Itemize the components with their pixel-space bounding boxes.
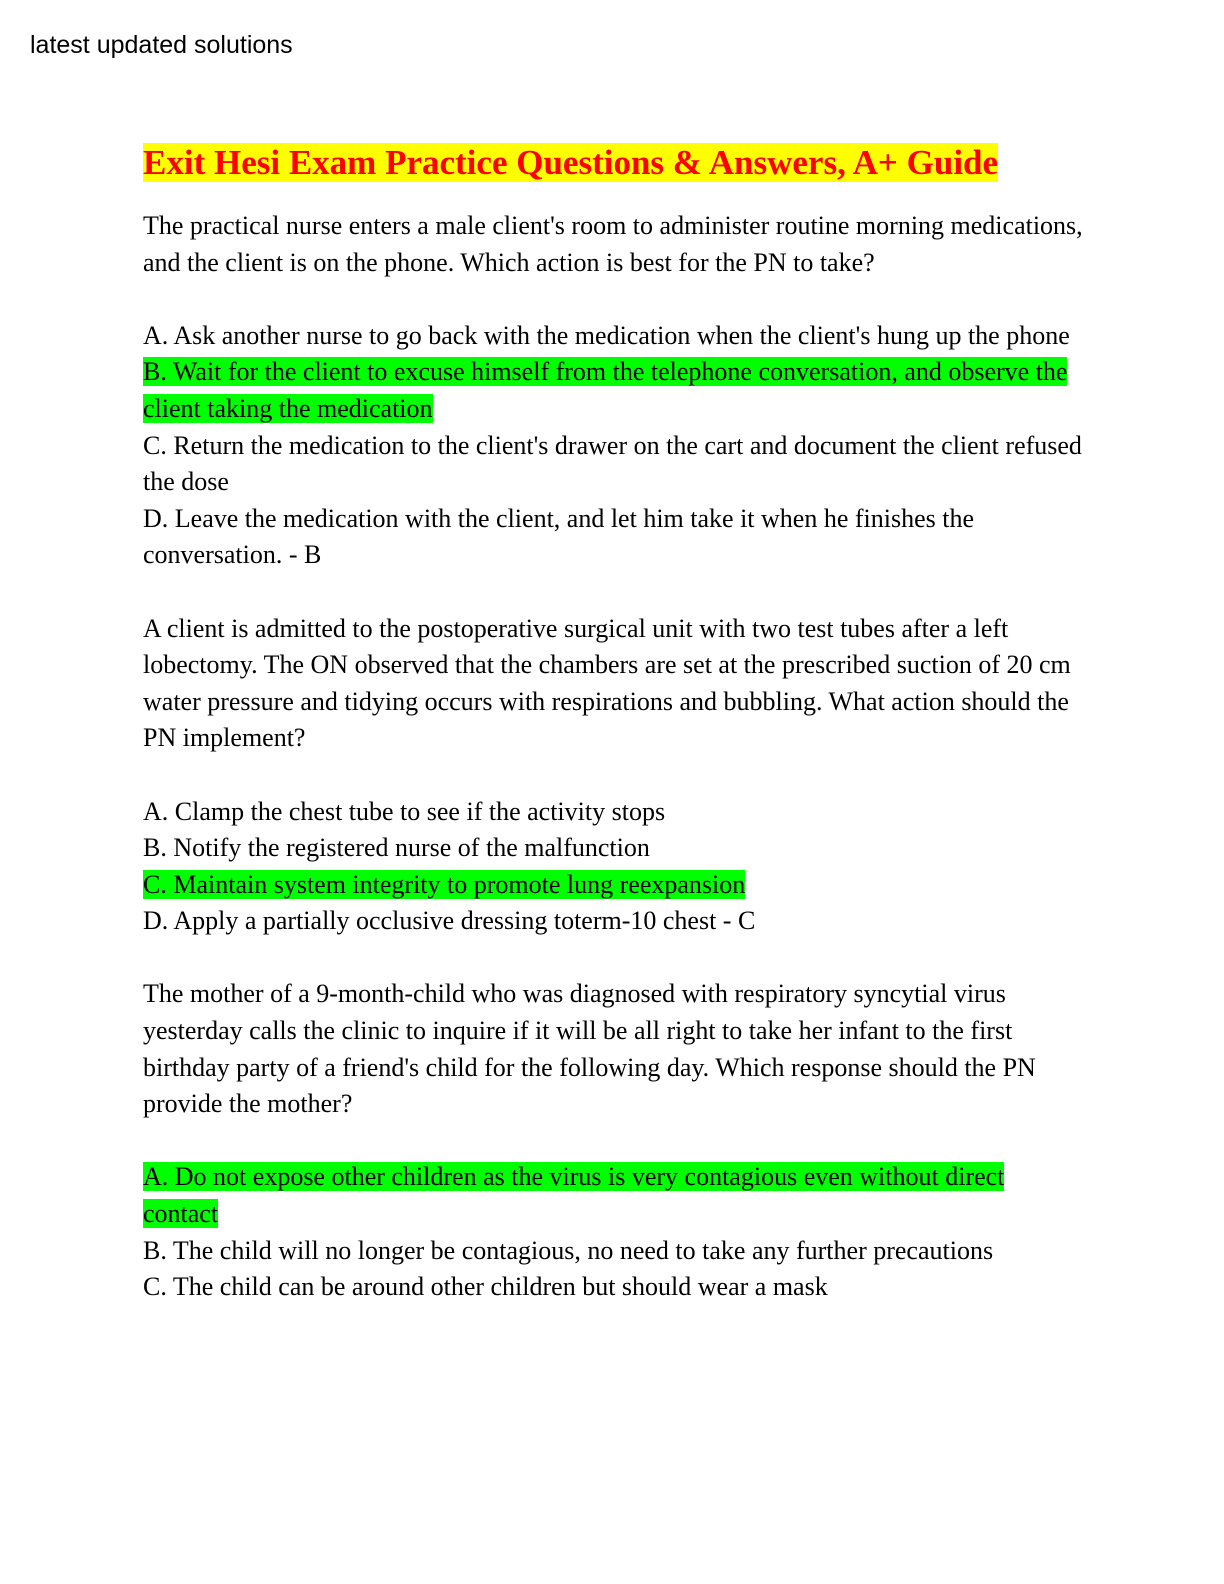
answer-option: C. Return the medication to the client's… <box>143 430 1082 497</box>
question-stem: The mother of a 9-month-child who was di… <box>143 979 1036 1119</box>
answer-options: A. Ask another nurse to go back with the… <box>143 318 1083 574</box>
question-1: The practical nurse enters a male client… <box>143 208 1083 574</box>
question-2: A client is admitted to the postoperativ… <box>143 611 1083 940</box>
document-body: Exit Hesi Exam Practice Questions & Answ… <box>143 140 1083 1306</box>
question-stem: A client is admitted to the postoperativ… <box>143 613 1071 753</box>
document-title: Exit Hesi Exam Practice Questions & Answ… <box>143 140 1083 186</box>
page-header: latest updated solutions <box>30 31 293 59</box>
answer-option: D. Leave the medication with the client,… <box>143 503 975 570</box>
question-stem: The practical nurse enters a male client… <box>143 211 1083 277</box>
answer-option-correct: C. Maintain system integrity to promote … <box>143 869 746 899</box>
answer-options: A. Clamp the chest tube to see if the ac… <box>143 794 1083 940</box>
answer-option: A. Ask another nurse to go back with the… <box>143 320 1070 350</box>
answer-option: B. Notify the registered nurse of the ma… <box>143 833 650 863</box>
answer-option: C. The child can be around other childre… <box>143 1272 828 1302</box>
title-highlight: Exit Hesi Exam Practice Questions & Answ… <box>143 143 999 182</box>
question-3: The mother of a 9-month-child who was di… <box>143 976 1083 1305</box>
answer-option: D. Apply a partially occlusive dressing … <box>143 906 756 936</box>
answer-option-correct: B. Wait for the client to excuse himself… <box>143 357 1068 423</box>
answer-option: A. Clamp the chest tube to see if the ac… <box>143 796 666 826</box>
answer-option: B. The child will no longer be contagiou… <box>143 1235 994 1265</box>
answer-option-correct: A. Do not expose other children as the v… <box>143 1162 1005 1229</box>
answer-options: A. Do not expose other children as the v… <box>143 1159 1083 1305</box>
